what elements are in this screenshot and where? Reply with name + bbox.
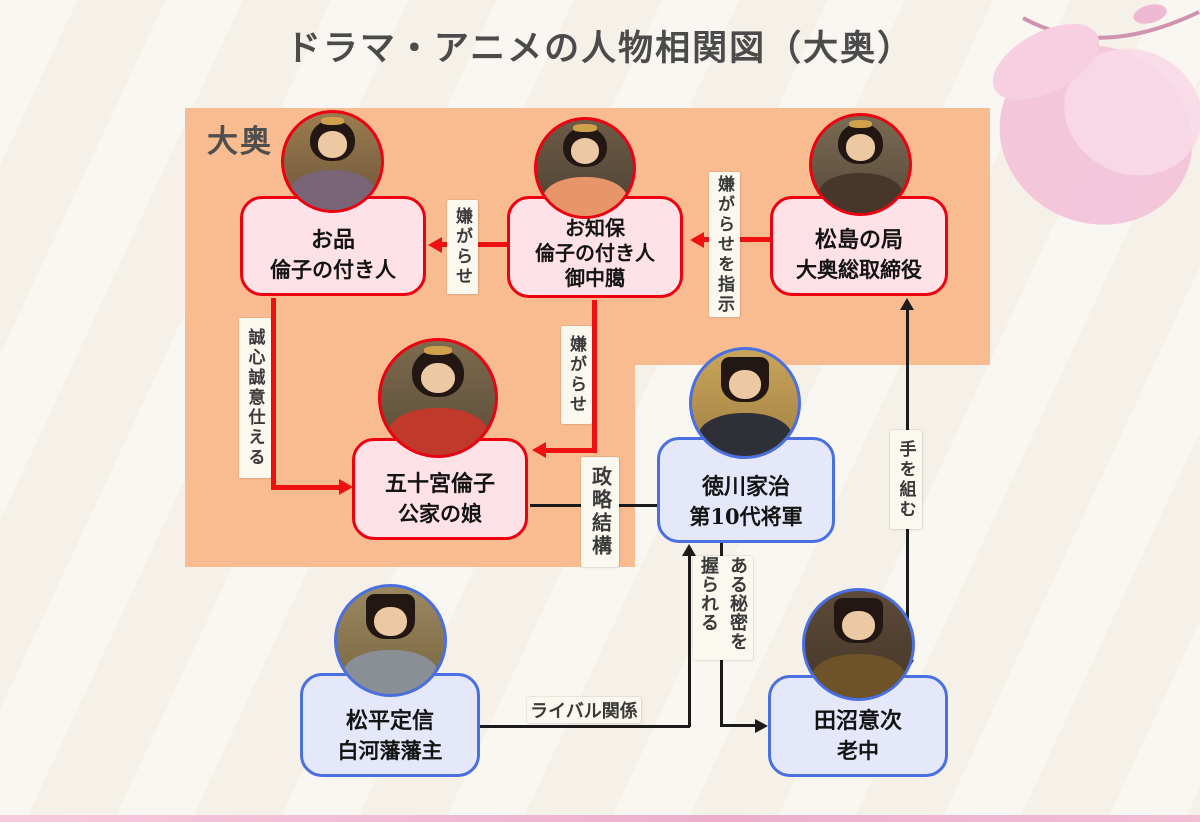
portrait-ieharu xyxy=(689,347,801,459)
face-shape xyxy=(317,131,348,158)
edge-harassment-tomoko-line-v xyxy=(592,300,597,452)
node-matsushima-name: 松島の局 xyxy=(814,227,903,253)
node-tomoko-name: 五十宮倫子 xyxy=(384,471,495,497)
kimono-shape xyxy=(817,173,904,213)
edge-serve-line-h xyxy=(271,485,340,490)
edge-harassment-oshina-arrowhead xyxy=(428,237,442,253)
kimono-shape xyxy=(698,412,792,456)
portrait-ochiho xyxy=(534,117,636,219)
face-shape xyxy=(845,134,876,161)
node-sadanobu: 松平定信 白河藩藩主 xyxy=(300,673,480,777)
node-matsushima: 松島の局 大奥総取締役 xyxy=(770,196,948,296)
edge-alliance-arrowhead-top xyxy=(900,298,914,310)
portrait-oshina xyxy=(281,110,384,213)
edge-order-harassment-label: 嫌がらせを指示 xyxy=(709,172,740,317)
edge-rival-arrowhead xyxy=(682,544,696,556)
edge-harassment-tomoko-label: 嫌がらせ xyxy=(561,326,592,424)
edge-harassment-tomoko-arrowhead xyxy=(532,442,546,458)
flower-decoration xyxy=(992,4,1200,225)
hairpin-shape xyxy=(424,345,452,355)
node-ochiho-role: 倫子の付き人 xyxy=(535,241,655,265)
node-ieharu-name: 徳川家治 xyxy=(701,474,790,500)
edge-serve-label: 誠心誠意仕える xyxy=(239,318,271,478)
node-sadanobu-name: 松平定信 xyxy=(345,708,434,734)
bottom-accent-bar xyxy=(0,815,1200,822)
node-sadanobu-role: 白河藩藩主 xyxy=(337,738,443,763)
edge-rival-label: ライバル関係 xyxy=(527,697,641,723)
edge-secret-line-h xyxy=(720,724,755,727)
kimono-shape xyxy=(387,408,489,455)
node-oshina-name: お品 xyxy=(310,227,355,253)
edge-rival-line-v xyxy=(688,555,691,727)
node-oshina-role: 倫子の付き人 xyxy=(270,257,396,282)
edge-serve-arrowhead xyxy=(339,479,353,495)
hairpin-shape xyxy=(320,116,345,125)
node-ochiho-role2: 御中臈 xyxy=(565,266,625,290)
edge-order-harassment-arrowhead xyxy=(690,232,704,248)
node-okitsugu-name: 田沼意次 xyxy=(813,708,902,734)
node-okitsugu-role: 老中 xyxy=(837,738,879,763)
hairpin-shape xyxy=(848,119,873,128)
portrait-tomoko xyxy=(378,338,498,458)
node-ochiho-name: お知保 xyxy=(565,216,625,240)
portrait-okitsugu xyxy=(802,588,915,701)
edge-secret-arrowhead xyxy=(755,719,768,733)
portrait-sadanobu xyxy=(334,584,447,697)
face-shape xyxy=(570,138,600,165)
ooku-region-label: 大奥 xyxy=(207,124,273,159)
face-shape xyxy=(420,362,456,394)
hairpin-shape xyxy=(573,123,597,132)
portrait-matsushima xyxy=(809,113,912,216)
kimono-shape xyxy=(343,650,438,694)
edge-serve-line-v xyxy=(271,298,276,490)
face-shape xyxy=(374,607,407,637)
kimono-shape xyxy=(289,170,376,210)
edge-harassment-oshina-label: 嫌がらせ xyxy=(447,200,478,294)
face-shape xyxy=(842,611,875,641)
page-title: ドラマ・アニメの人物相関図（大奥） xyxy=(285,29,915,68)
edge-harassment-tomoko-line-h xyxy=(545,448,597,453)
kimono-shape xyxy=(811,654,906,698)
edge-secret-label: ある秘密を握られる xyxy=(693,556,753,660)
face-shape xyxy=(729,370,761,399)
node-matsushima-role: 大奥総取締役 xyxy=(796,257,922,282)
node-tomoko-role: 公家の娘 xyxy=(398,501,482,526)
edge-alliance-label: 手を組む xyxy=(890,430,922,529)
edge-rival-line-h xyxy=(480,725,690,728)
edge-political-marriage-label: 政略結構 xyxy=(581,457,619,567)
node-ieharu-role: 第10代将軍 xyxy=(689,504,803,529)
kimono-shape xyxy=(542,176,628,216)
